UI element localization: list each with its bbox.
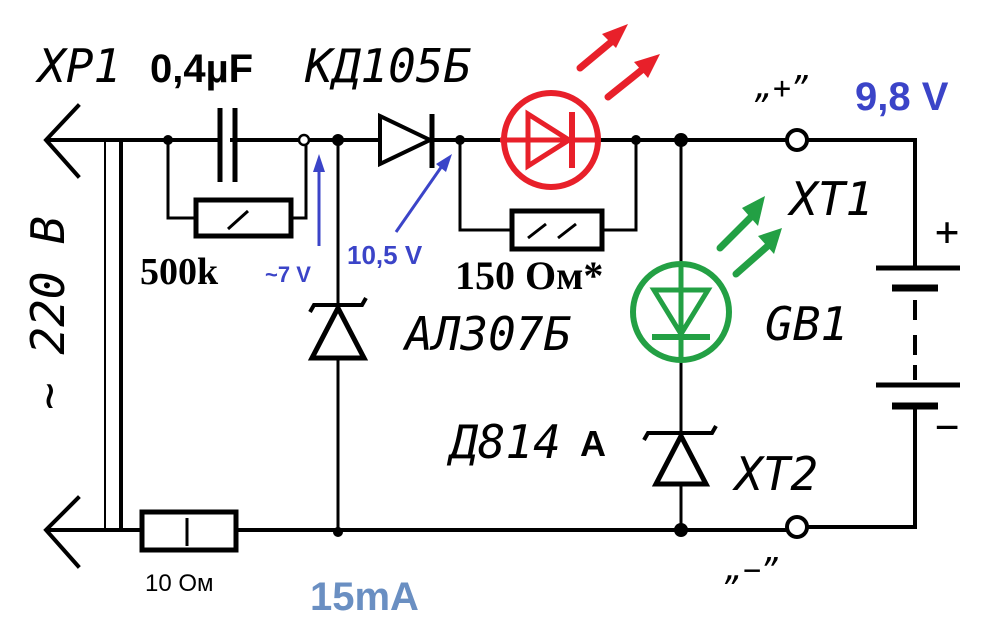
annotation-current: 15mA	[310, 575, 419, 619]
capacitor	[217, 108, 238, 182]
junction-dot	[333, 527, 343, 537]
label-led-model: АЛ307Б	[402, 307, 571, 361]
junction-dot	[674, 523, 688, 537]
zener-right-triangle	[651, 430, 711, 487]
led-red	[500, 24, 660, 190]
resistor-500k-body	[193, 197, 294, 239]
wire-r150-left	[458, 140, 512, 232]
junction-dot	[332, 134, 344, 146]
annotation-10-5v: 10,5 V	[347, 240, 423, 270]
label-diode: КД105Б	[304, 39, 471, 93]
resistor-power-mark	[226, 209, 250, 231]
junction-dot	[674, 133, 688, 147]
led-green-emission-icon	[716, 196, 782, 278]
battery-gb1	[876, 265, 960, 410]
plug-pin-top-icon	[43, 103, 81, 179]
label-zener-model: Д814	[446, 415, 561, 469]
arrow-10v-head	[436, 154, 452, 172]
led-green	[630, 196, 782, 363]
label-500k: 500k	[140, 251, 219, 293]
label-minus-mark: „−”	[724, 553, 779, 588]
led-red-triangle	[525, 109, 574, 171]
label-battery-plus: +	[935, 209, 959, 255]
arrow-7v-head	[313, 154, 325, 172]
label-plus-mark: „+”	[754, 71, 809, 106]
label-xt1: XT1	[787, 172, 873, 226]
label-10-ohm: 10 Ом	[145, 570, 214, 597]
junctions	[163, 133, 688, 537]
zener-right	[642, 425, 718, 487]
led-green-triangle	[649, 287, 713, 339]
plug-xp1	[43, 103, 81, 569]
led-red-emission-icon	[576, 24, 660, 101]
resistor-10-body	[139, 509, 239, 553]
terminal-xt2	[785, 515, 809, 539]
plug-pin-bottom-icon	[43, 495, 81, 569]
junction-dot	[163, 135, 173, 145]
annotation-7v: ~7 V	[265, 262, 311, 287]
annotation-output-voltage: 9,8 V	[855, 75, 949, 119]
zener-right-bar	[642, 425, 718, 441]
resistor-150-body	[509, 208, 605, 252]
zener-left-bar	[308, 297, 368, 313]
resistor-10	[139, 509, 239, 553]
zener-left	[307, 297, 369, 361]
label-capacitor: 0,4µF	[150, 47, 253, 91]
resistor-power-mark	[527, 222, 547, 240]
resistor-150	[509, 208, 605, 252]
label-xp1: XP1	[35, 39, 121, 93]
label-xt2: XT2	[732, 447, 818, 501]
wire-r150-right	[602, 140, 638, 232]
terminal-xt1	[785, 128, 809, 152]
diode-triangle	[378, 112, 435, 168]
junction-dot	[631, 135, 641, 145]
label-gb1: GB1	[765, 297, 848, 351]
annotation-arrows	[313, 154, 452, 246]
arrow-10v-icon	[394, 165, 444, 233]
resistor-power-mark	[557, 222, 577, 240]
label-battery-minus: −	[935, 404, 959, 450]
wire-r500k-right	[293, 140, 308, 220]
wire-r500k-left	[166, 140, 195, 220]
junction-dot	[455, 135, 465, 145]
label-mains-voltage: ~ 220 В	[21, 216, 75, 410]
wires	[46, 138, 917, 532]
label-150-ohm: 150 Ом*	[455, 253, 603, 298]
resistor-500k	[193, 197, 294, 239]
zener-left-triangle	[307, 302, 369, 361]
label-zener-suffix: А	[580, 423, 606, 464]
diode-kd105b	[378, 112, 435, 168]
junction-node-open	[297, 133, 311, 147]
